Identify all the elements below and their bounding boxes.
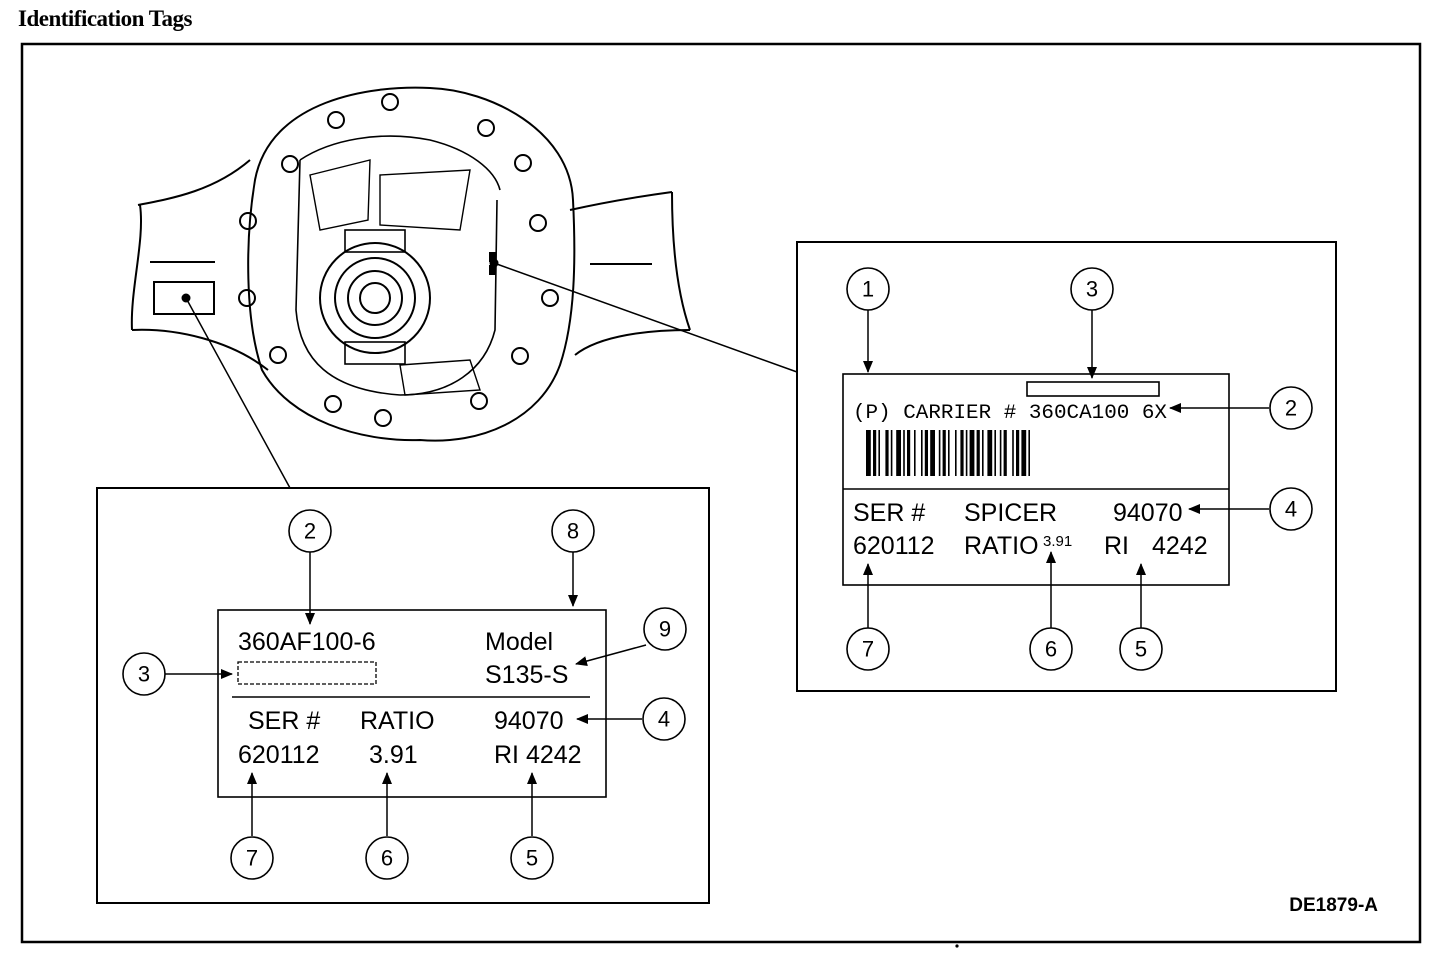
svg-text:6: 6	[1045, 637, 1057, 662]
figure-frame	[20, 42, 1422, 944]
left-ser-value: 620112	[238, 741, 320, 769]
left-model-label: Model	[485, 628, 553, 656]
right-callout-5: 5	[1119, 627, 1163, 671]
axle-tube-tag	[153, 281, 215, 315]
axle-housing-illustration	[130, 86, 691, 442]
svg-text:5: 5	[1135, 637, 1147, 662]
right-tag-plate	[842, 373, 1230, 586]
right-callout-7: 7	[846, 627, 890, 671]
svg-text:3: 3	[1086, 277, 1098, 302]
svg-text:4: 4	[658, 707, 670, 732]
svg-text:9: 9	[659, 617, 671, 642]
right-callout-6: 6	[1029, 627, 1073, 671]
left-callout-7: 7	[230, 836, 274, 880]
right-ri-label: RI	[1104, 532, 1129, 560]
left-code: 94070	[494, 707, 564, 735]
svg-text:8: 8	[567, 519, 579, 544]
left-callout-9: 9	[643, 607, 687, 651]
page-title: Identification Tags	[18, 6, 192, 31]
left-tag-panel: 360AF100-6 Model S135-S SER # RATIO 9407…	[96, 487, 710, 904]
right-callout-2: 2	[1269, 386, 1313, 430]
left-callout-6: 6	[365, 836, 409, 880]
left-callout-8: 8	[551, 509, 595, 553]
svg-text:6: 6	[381, 846, 393, 871]
right-ser-label: SER #	[853, 499, 925, 527]
left-callout-3: 3	[122, 652, 166, 696]
left-part-number: 360AF100-6	[238, 628, 376, 656]
svg-text:5: 5	[526, 846, 538, 871]
left-callout-5: 5	[510, 836, 554, 880]
left-ratio-label: RATIO	[360, 707, 435, 735]
left-model-value: S135-S	[485, 661, 568, 689]
left-ser-label: SER #	[248, 707, 320, 735]
left-ratio-value: 3.91	[369, 741, 418, 769]
left-callout-4: 4	[642, 697, 686, 741]
svg-text:4: 4	[1285, 497, 1297, 522]
left-ri: RI 4242	[494, 741, 582, 769]
svg-text:3: 3	[138, 662, 150, 687]
right-carrier-line: (P) CARRIER # 360CA100 6X	[853, 402, 1167, 425]
svg-text:7: 7	[862, 637, 874, 662]
right-ratio-label: RATIO	[964, 532, 1039, 560]
right-maker: SPICER	[964, 499, 1057, 527]
right-barcode	[866, 430, 1030, 476]
right-callout-1: 1	[846, 267, 890, 311]
svg-text:2: 2	[1285, 396, 1297, 421]
figure-code: DE1879-A	[1289, 895, 1378, 916]
right-callout-4: 4	[1269, 487, 1313, 531]
leader-line-right	[493, 262, 798, 373]
svg-text:2: 2	[304, 519, 316, 544]
right-ratio-value: 3.91	[1043, 533, 1072, 550]
leader-line-left	[185, 297, 291, 489]
cover-bolts	[238, 93, 559, 427]
right-callout-3: 3	[1070, 267, 1114, 311]
svg-text:1: 1	[862, 277, 874, 302]
right-tag-blank-field	[1026, 381, 1160, 397]
svg-text:7: 7	[246, 846, 258, 871]
right-tag-panel: (P) CARRIER # 360CA100 6X SER # SPICER 9…	[796, 241, 1337, 692]
right-ser-value: 620112	[853, 532, 935, 560]
left-tag-plate	[217, 609, 607, 798]
right-code: 94070	[1113, 499, 1183, 527]
left-tag-blank-field	[237, 661, 377, 685]
right-ri-value: 4242	[1152, 532, 1208, 560]
left-callout-2: 2	[288, 509, 332, 553]
